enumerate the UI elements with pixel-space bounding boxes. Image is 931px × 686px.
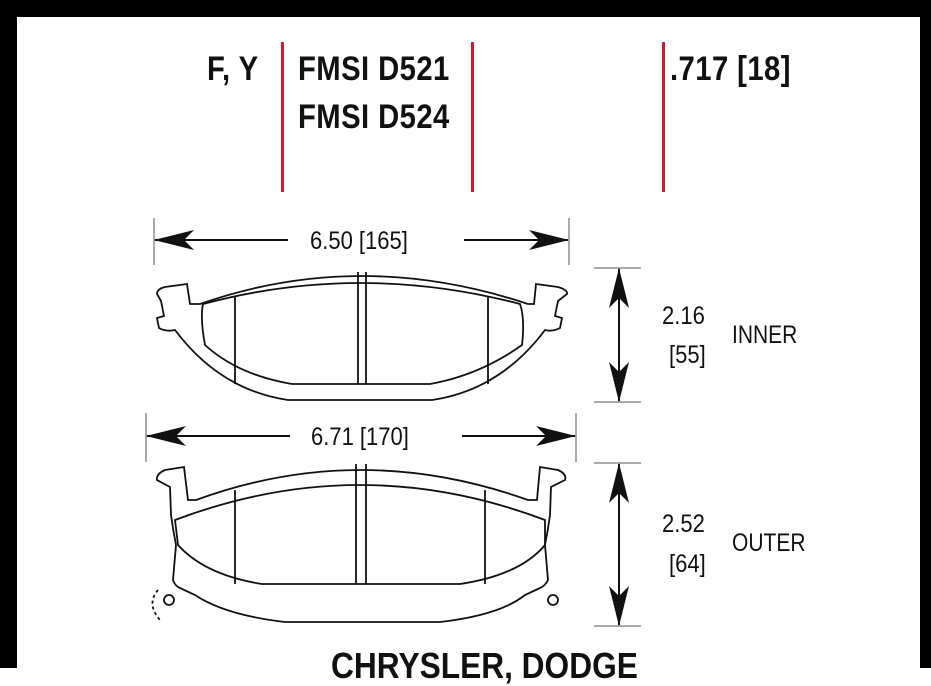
fmsi-number-2: FMSI D524: [298, 98, 450, 136]
outer-height-value: 2.52: [662, 510, 705, 538]
pad-drawing: [145, 218, 641, 627]
fmsi-number-1: FMSI D521: [298, 50, 450, 88]
outer-height-dimension: [594, 462, 641, 627]
divider-line-3: [662, 42, 665, 192]
outer-pad-outline: [151, 464, 567, 623]
outer-position-label: OUTER: [732, 529, 806, 557]
inner-width-dimension: [153, 218, 570, 265]
inner-position-label: INNER: [732, 321, 798, 349]
divider-line-1: [281, 42, 284, 192]
inner-height-value: 2.16: [662, 302, 705, 330]
outer-width-dimension: [145, 413, 577, 462]
pad-thickness: .717 [18]: [670, 50, 791, 88]
vehicle-application: CHRYSLER, DODGE: [331, 645, 638, 686]
inner-pad-outline: [155, 272, 568, 401]
top-border: [0, 0, 931, 17]
right-border: [920, 0, 931, 668]
left-border: [0, 0, 17, 668]
divider-line-2: [471, 42, 474, 192]
inner-width-label: 6.50 [165]: [310, 227, 408, 255]
inner-height-dimension: [594, 267, 641, 403]
application-codes: F, Y: [207, 50, 259, 88]
inner-height-metric: [55]: [669, 341, 706, 369]
outer-height-metric: [64]: [669, 550, 706, 578]
outer-width-label: 6.71 [170]: [311, 423, 409, 451]
